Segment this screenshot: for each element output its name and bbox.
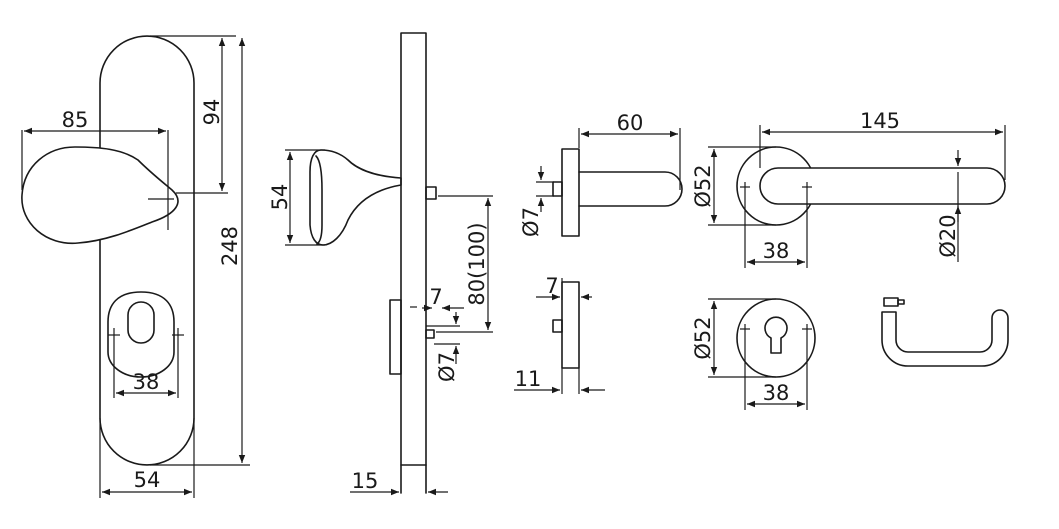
dim-cylinder-spacing: 38	[133, 370, 160, 394]
dim-pin-diameter: Ø7	[435, 352, 459, 382]
lever-side-profile	[578, 171, 683, 207]
cylinder-rose	[107, 291, 175, 378]
side-view: 54 80(100) 7 Ø7 15	[268, 32, 493, 496]
dim-pin-size: 7	[429, 285, 442, 309]
cylinder-hole	[127, 301, 155, 344]
dim-escutcheon-screw-spacing: 38	[763, 381, 790, 405]
dim-top-height: 94	[200, 99, 224, 126]
knob-side-profile	[309, 149, 402, 246]
escutcheon-side-view: 7 11	[514, 274, 605, 394]
dim-escutcheon-rose-diameter: Ø52	[691, 316, 715, 359]
dim-total-height: 248	[218, 226, 242, 266]
u-lever-side-view	[881, 297, 1009, 367]
escutcheon-side	[561, 281, 580, 369]
escutcheon-rose	[736, 298, 816, 378]
dim-lever-rose-diameter: Ø52	[691, 164, 715, 207]
front-plate-view: 85 94 248 38 54	[21, 35, 250, 498]
dim-lever-length: 145	[860, 109, 900, 133]
plate-side	[400, 32, 427, 466]
dim-grip-diameter: Ø20	[936, 214, 960, 257]
dim-lever-spindle: Ø7	[519, 207, 543, 237]
dim-escutcheon-thickness: 7	[545, 274, 558, 298]
u-lever-base	[883, 297, 899, 307]
escutcheon-front-view: Ø52 38	[691, 298, 816, 410]
dim-knob-height: 54	[268, 184, 292, 211]
dim-knob-width: 85	[62, 108, 89, 132]
keyhole	[764, 316, 788, 354]
lever-front-view: 145 Ø52 38 Ø20	[691, 109, 1006, 268]
dim-plate-thickness: 15	[352, 469, 379, 493]
knob-outline	[21, 146, 179, 244]
dim-plate-width: 54	[134, 468, 161, 492]
lever-grip	[759, 167, 1006, 205]
dim-escutcheon-depth: 11	[515, 367, 542, 391]
dim-lever-screw-spacing: 38	[763, 239, 790, 263]
dim-spindle-offset: 80(100)	[465, 222, 489, 305]
lever-side-view: 60 Ø7	[519, 111, 683, 237]
dim-lever-projection: 60	[617, 111, 644, 135]
u-lever-outline	[881, 309, 1009, 367]
plate-outline	[99, 35, 195, 466]
rose-side	[561, 148, 580, 237]
